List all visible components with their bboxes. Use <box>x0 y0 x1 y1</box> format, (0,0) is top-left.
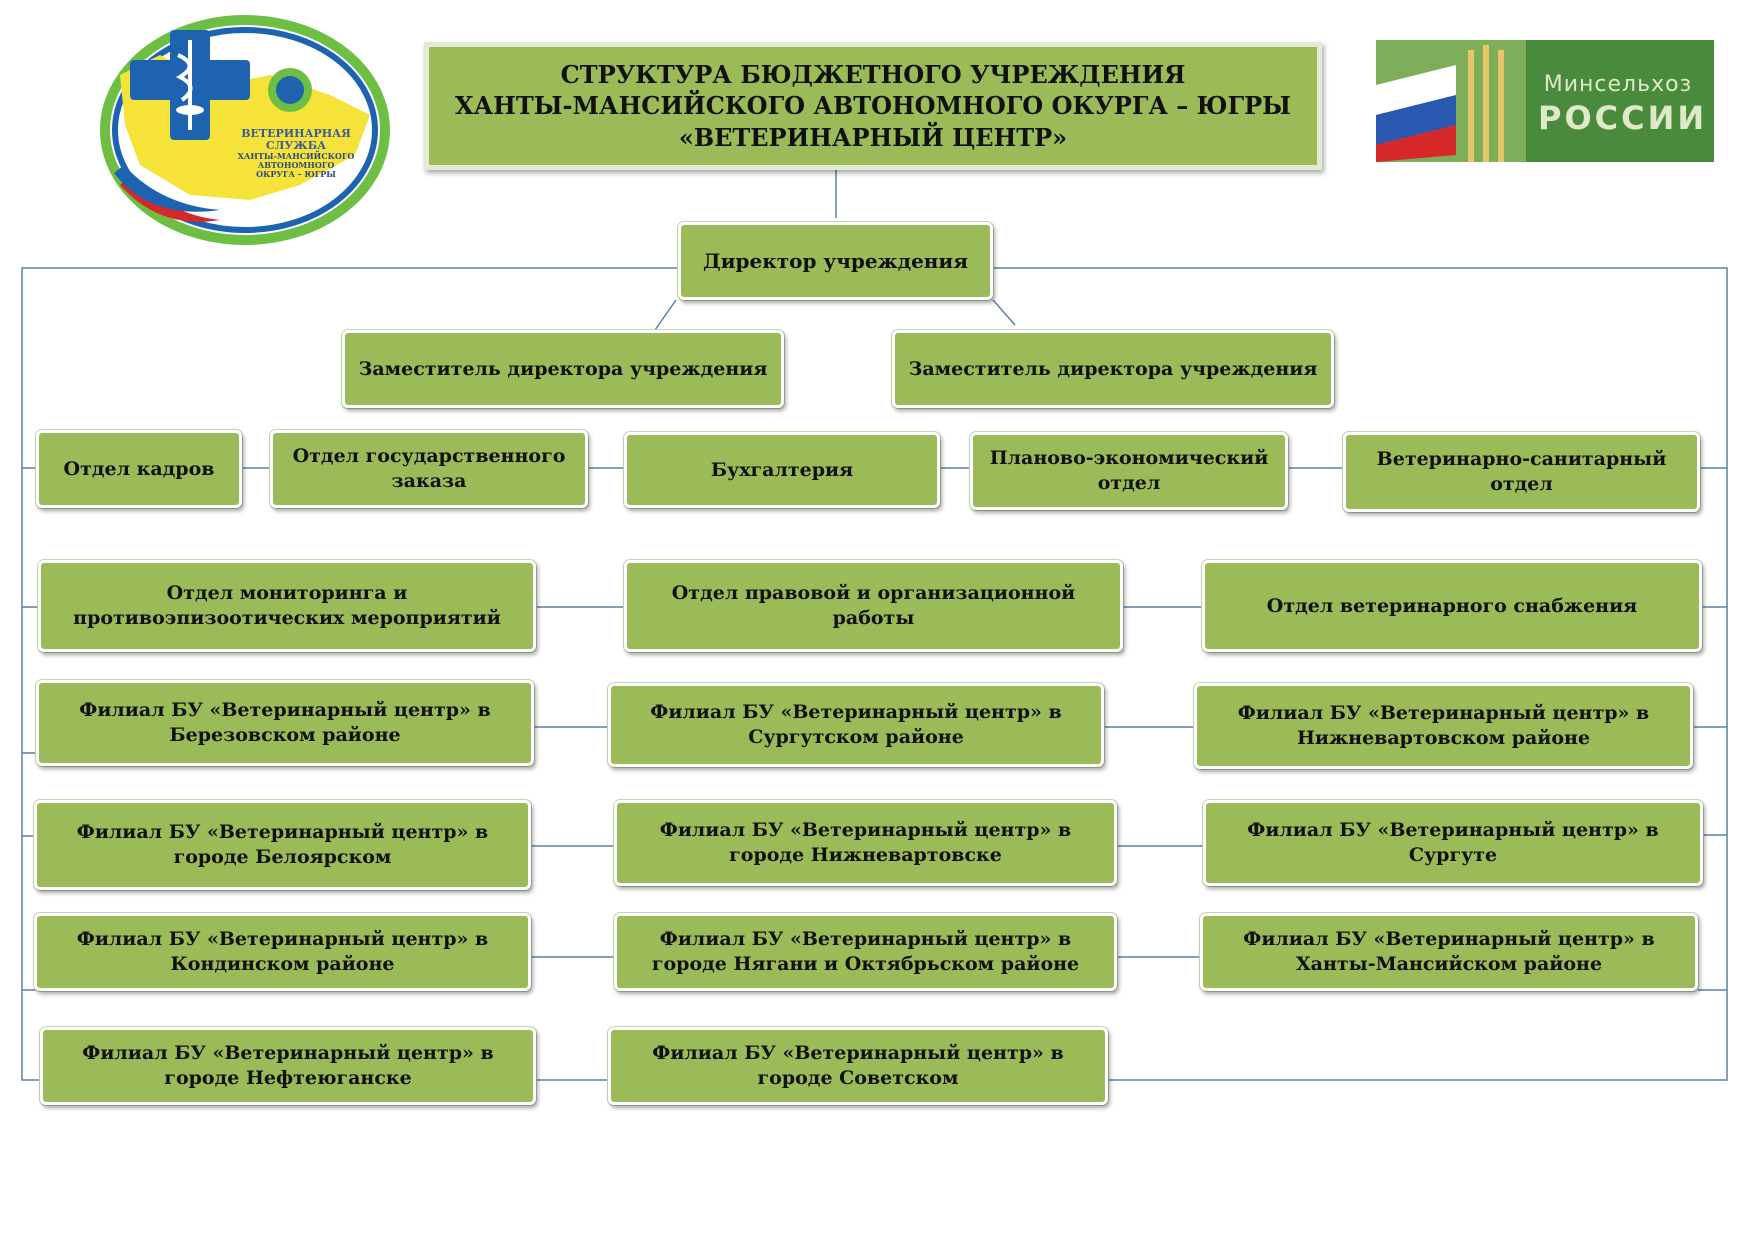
logo-caption-line: ХАНТЫ-МАНСИЙСКОГО <box>237 151 355 162</box>
logo-caption-line: АВТОНОМНОГО <box>257 159 335 170</box>
branch-box: Филиал БУ «Ветеринарный центр» в Ханты-М… <box>1200 913 1698 991</box>
minselkhoz-logo <box>1376 40 1714 162</box>
deputy-label: Заместитель директора учреждения <box>908 357 1318 380</box>
minselkhoz-caption: Минсельхоз РОССИИ <box>1538 72 1708 137</box>
deputy-box: Заместитель директора учреждения <box>892 330 1334 408</box>
dept-label: Отдел мониторинга и противоэпизоотически… <box>73 582 501 629</box>
branch-label: Филиал БУ «Ветеринарный центр» в Нижнева… <box>1237 702 1650 749</box>
branch-box: Филиал БУ «Ветеринарный центр» в городе … <box>614 800 1117 886</box>
branch-label: Филиал БУ «Ветеринарный центр» в городе … <box>82 1042 494 1089</box>
dept-legal-box: Отдел правовой и организационной работы <box>624 560 1123 652</box>
branch-box: Филиал БУ «Ветеринарный центр» в Кондинс… <box>34 913 531 991</box>
dept-planning-box: Планово-экономический отдел <box>970 432 1288 510</box>
veterinary-service-logo <box>100 15 390 245</box>
dept-label: Отдел государственного заказа <box>292 445 566 492</box>
minselkhoz-line1: Минсельхоз <box>1543 72 1693 97</box>
branch-label: Филиал БУ «Ветеринарный центр» в городе … <box>76 821 489 868</box>
dept-label: Отдел ветеринарного снабжения <box>1266 594 1638 617</box>
director-box: Директор учреждения <box>678 222 993 300</box>
dept-label: Бухгалтерия <box>710 458 854 481</box>
branch-box: Филиал БУ «Ветеринарный центр» в Нижнева… <box>1194 683 1693 769</box>
dept-hr-box: Отдел кадров <box>36 430 242 508</box>
title-line3: «ВЕТЕРИНАРНЫЙ ЦЕНТР» <box>678 122 1068 152</box>
logo-caption-line: ОКРУГА – ЮГРЫ <box>256 168 336 179</box>
branch-box: Филиал БУ «Ветеринарный центр» в городе … <box>34 800 531 890</box>
branch-label: Филиал БУ «Ветеринарный центр» в Кондинс… <box>76 928 489 975</box>
dept-monitoring-box: Отдел мониторинга и противоэпизоотически… <box>38 560 536 652</box>
dept-label: Планово-экономический отдел <box>989 447 1269 494</box>
branch-label: Филиал БУ «Ветеринарный центр» в Ханты-М… <box>1243 928 1655 975</box>
dept-procurement-box: Отдел государственного заказа <box>270 430 588 508</box>
branch-label: Филиал БУ «Ветеринарный центр» в городе … <box>652 1042 1064 1089</box>
branch-label: Филиал БУ «Ветеринарный центр» в Березов… <box>79 699 491 746</box>
dept-accounting-box: Бухгалтерия <box>624 432 940 508</box>
dept-label: Ветеринарно-санитарный отдел <box>1376 448 1667 495</box>
logo-caption: ВЕТЕРИНАРНАЯ СЛУЖБА ХАНТЫ-МАНСИЙСКОГО АВ… <box>236 127 356 179</box>
title-line2: ХАНТЫ-МАНСИЙСКОГО АВТОНОМНОГО ОКУРГА – Ю… <box>454 91 1291 121</box>
branch-box: Филиал БУ «Ветеринарный центр» в Сургуте <box>1203 800 1703 886</box>
dept-label: Отдел правовой и организационной работы <box>671 582 1076 629</box>
branch-label: Филиал БУ «Ветеринарный центр» в Сургуте <box>1247 819 1659 866</box>
title-line1: СТРУКТУРА БЮДЖЕТНОГО УЧРЕЖДЕНИЯ <box>560 60 1186 90</box>
branch-box: Филиал БУ «Ветеринарный центр» в Сургутс… <box>608 683 1104 767</box>
logo-caption-line: СЛУЖБА <box>265 139 327 153</box>
branch-box: Филиал БУ «Ветеринарный центр» в городе … <box>608 1027 1108 1105</box>
dept-supply-box: Отдел ветеринарного снабжения <box>1202 560 1702 652</box>
branch-label: Филиал БУ «Ветеринарный центр» в городе … <box>659 819 1072 866</box>
minselkhoz-line2: РОССИИ <box>1538 99 1708 137</box>
dept-sanitary-box: Ветеринарно-санитарный отдел <box>1343 432 1700 512</box>
deputy-box: Заместитель директора учреждения <box>342 330 784 408</box>
dept-label: Отдел кадров <box>63 457 215 480</box>
branch-box: Филиал БУ «Ветеринарный центр» в Березов… <box>36 680 534 766</box>
logo-caption-line: ВЕТЕРИНАРНАЯ <box>241 127 351 140</box>
branch-label: Филиал БУ «Ветеринарный центр» в городе … <box>651 928 1080 975</box>
branch-box: Филиал БУ «Ветеринарный центр» в городе … <box>40 1027 536 1105</box>
org-chart-title: СТРУКТУРА БЮДЖЕТНОГО УЧРЕЖДЕНИЯ ХАНТЫ-МА… <box>424 42 1322 170</box>
deputy-label: Заместитель директора учреждения <box>358 357 768 380</box>
branch-label: Филиал БУ «Ветеринарный центр» в Сургутс… <box>650 701 1062 748</box>
director-label: Директор учреждения <box>702 249 969 273</box>
branch-box: Филиал БУ «Ветеринарный центр» в городе … <box>614 913 1117 991</box>
